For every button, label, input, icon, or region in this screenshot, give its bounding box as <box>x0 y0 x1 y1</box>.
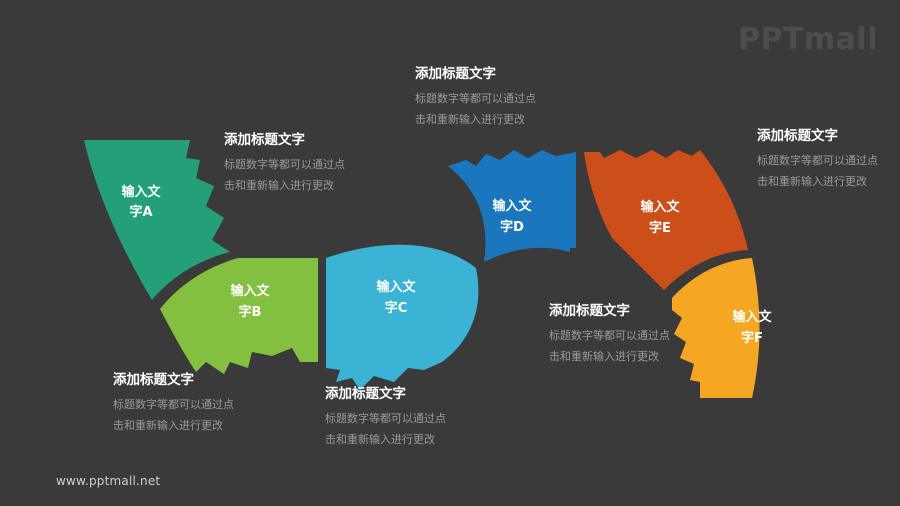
callout-b-title: 添加标题文字 <box>113 372 194 388</box>
segment-c-label-line2: 字C <box>385 300 408 316</box>
callout-e: 添加标题文字 标题数字等都可以通过点 击和重新输入进行更改 <box>757 128 900 192</box>
segment-b-label-line2: 字B <box>239 304 262 320</box>
segment-a-label-line2: 字A <box>129 204 152 220</box>
callout-e-title: 添加标题文字 <box>757 128 838 144</box>
callout-e-line2: 击和重新输入进行更改 <box>757 174 867 188</box>
pptmall-logo: PPTmall <box>737 22 878 57</box>
segment-a-label-line1: 输入文 <box>121 184 161 200</box>
callout-d-line2: 击和重新输入进行更改 <box>415 112 525 126</box>
segment-f-label-line2: 字F <box>741 330 763 346</box>
callout-b-line2: 击和重新输入进行更改 <box>113 418 223 432</box>
segment-f-label-line1: 输入文 <box>732 309 772 325</box>
segment-e-label-line2: 字E <box>649 220 671 236</box>
callout-c-line1: 标题数字等都可以通过点 <box>325 412 446 426</box>
callout-a: 添加标题文字 标题数字等都可以通过点 击和重新输入进行更改 <box>224 132 404 196</box>
callout-c-line2: 击和重新输入进行更改 <box>325 432 435 446</box>
segment-c-label-line1: 输入文 <box>376 279 416 295</box>
callout-d: 添加标题文字 标题数字等都可以通过点 击和重新输入进行更改 <box>415 66 595 130</box>
callout-a-line2: 击和重新输入进行更改 <box>224 178 334 192</box>
segment-a-shape[interactable] <box>84 140 230 300</box>
segment-e-label-line1: 输入文 <box>640 199 680 215</box>
callout-f-title: 添加标题文字 <box>549 303 630 319</box>
callout-f-line1: 标题数字等都可以通过点 <box>549 329 670 343</box>
callout-d-title: 添加标题文字 <box>415 66 496 82</box>
callout-e-line1: 标题数字等都可以通过点 <box>757 154 878 168</box>
segment-c-shape[interactable] <box>326 244 479 390</box>
segment-b-label-line1: 输入文 <box>230 283 270 299</box>
callout-c-title: 添加标题文字 <box>325 386 406 402</box>
site-url[interactable]: www.pptmall.net <box>56 474 161 488</box>
segment-d-shape[interactable] <box>448 150 576 262</box>
callout-d-line1: 标题数字等都可以通过点 <box>415 92 536 106</box>
callout-f: 添加标题文字 标题数字等都可以通过点 击和重新输入进行更改 <box>549 303 729 367</box>
callout-a-line1: 标题数字等都可以通过点 <box>224 158 345 172</box>
callout-b-line1: 标题数字等都可以通过点 <box>113 398 234 412</box>
segment-b-shape[interactable] <box>160 258 318 374</box>
callout-a-title: 添加标题文字 <box>224 132 305 148</box>
segment-d-label-line2: 字D <box>500 219 524 235</box>
callout-f-line2: 击和重新输入进行更改 <box>549 349 659 363</box>
segment-f-shape[interactable] <box>672 258 760 398</box>
callout-b: 添加标题文字 标题数字等都可以通过点 击和重新输入进行更改 <box>113 372 293 436</box>
segment-d-label-line1: 输入文 <box>492 198 532 214</box>
segment-e-shape[interactable] <box>584 150 748 290</box>
callout-c: 添加标题文字 标题数字等都可以通过点 击和重新输入进行更改 <box>325 386 505 450</box>
